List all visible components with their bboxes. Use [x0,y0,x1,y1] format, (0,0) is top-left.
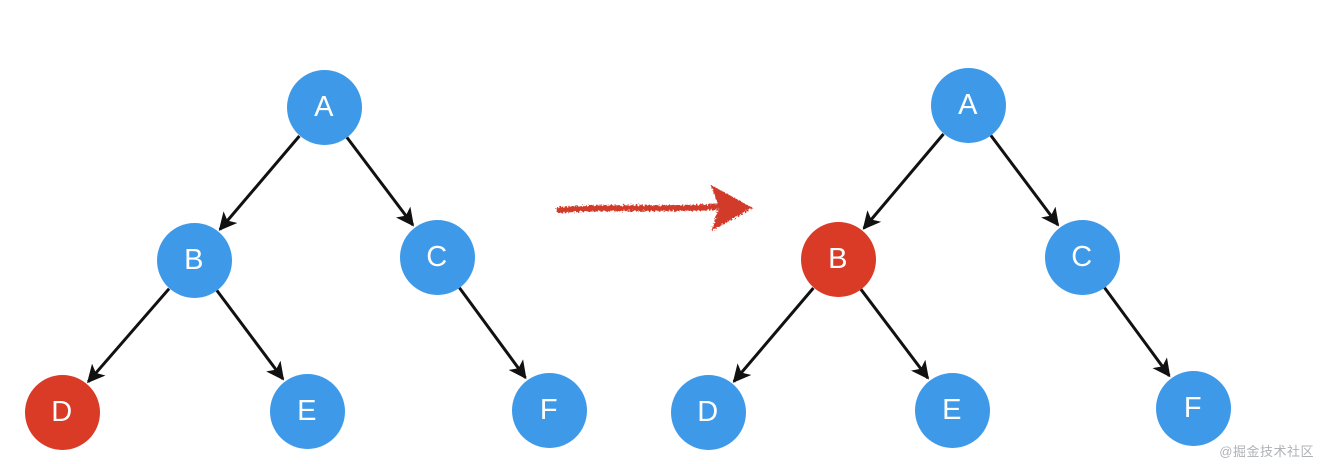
node-label: D [697,395,719,428]
edge-right-A-B [862,133,945,230]
transform-arrow-head-icon [711,185,753,231]
node-left-B: B [156,222,232,298]
transform-arrow [556,185,753,231]
node-left-D: D [24,374,100,450]
node-right-F: F [1155,370,1231,446]
node-label: A [314,90,334,123]
node-right-A: A [930,67,1006,143]
node-right-D: D [670,374,746,450]
node-right-E: E [914,372,990,448]
node-right-B: B [800,221,876,297]
node-label: F [539,393,559,426]
node-label: B [828,242,848,275]
edge-left-B-E [215,289,285,381]
node-label: E [297,394,317,427]
edge-right-B-D [732,287,815,383]
node-right-C: C [1044,219,1120,295]
transform-arrow-shaft [556,204,719,213]
node-label: F [1183,391,1203,424]
edge-left-A-C [345,136,415,227]
node-left-A: A [286,69,362,145]
node-left-C: C [399,219,475,295]
node-label: D [51,395,73,428]
node-label: E [942,393,962,426]
edge-right-B-E [859,288,930,380]
edge-left-A-B [218,135,301,231]
node-label: C [1071,240,1093,273]
edge-left-C-F [458,286,527,380]
node-label: C [426,240,448,273]
node-label: A [958,88,978,121]
edge-right-A-C [989,134,1060,227]
edge-right-C-F [1103,286,1171,378]
node-left-F: F [511,372,587,448]
node-left-E: E [269,373,345,449]
edge-left-B-D [87,287,171,384]
node-label: B [184,243,204,276]
watermark: @掘金技术社区 [1219,444,1314,459]
